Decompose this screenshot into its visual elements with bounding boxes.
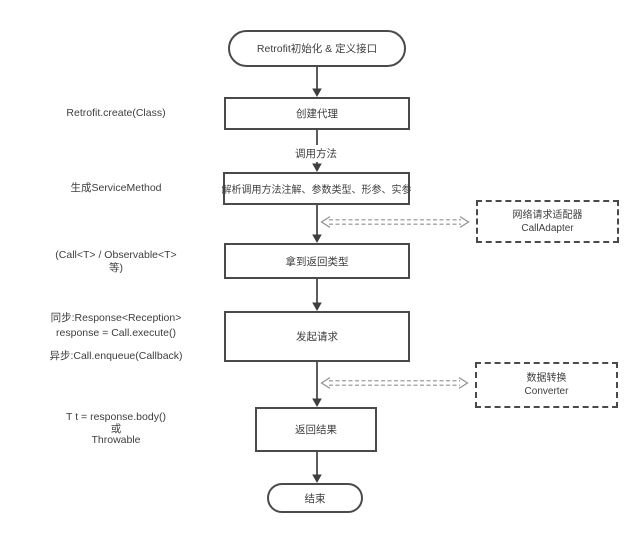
return-type-side-label-line1: (Call<T> / Observable<T> [55,249,177,261]
arrow-parse-to-return-type [312,205,322,243]
create-call-label: Retrofit.create(Class) [66,107,166,119]
result-side-label-line3: Throwable [91,434,141,446]
converter-title: 数据转换 [526,373,567,384]
return-type-side-label: (Call<T> / Observable<T> 等) [30,249,202,275]
dashed-arrow-call-adapter [320,216,470,228]
dashed-arrow-converter [320,377,469,389]
arrow-request-to-result [312,362,322,407]
arrow-return-type-to-request [312,279,322,311]
invoke-method-edge-label: 调用方法 [288,145,344,162]
call-adapter-box: 网络请求适配器 CallAdapter [476,200,619,243]
return-type-side-label-line2: 等) [109,262,123,274]
result-side-label-line1: T t = response.body() [66,411,166,423]
sync-call-label-line2: response = Call.execute() [56,327,176,339]
return-type-node: 拿到返回类型 [224,243,410,279]
return-result-node: 返回结果 [255,407,377,452]
sync-call-label: 同步:Response<Reception> response = Call.e… [30,311,202,341]
arrow-result-to-end [312,452,322,483]
converter-box: 数据转换 Converter [475,362,618,408]
service-method-label: 生成ServiceMethod [70,182,162,194]
result-side-label: T t = response.body() 或 Throwable [30,411,202,447]
call-adapter-subtitle: CallAdapter [521,222,574,234]
end-node: 结束 [267,483,363,513]
create-proxy-node: 创建代理 [224,97,410,130]
parse-annotations-node: 解析调用方法注解、参数类型、形参、实参 [222,172,412,205]
sync-call-label-line1: 同步:Response<Reception> [50,312,182,324]
async-call-label: 异步:Call.enqueue(Callback) [49,350,183,362]
start-node: Retrofit初始化 & 定义接口 [228,30,406,67]
arrow-start-to-create [312,67,322,97]
call-adapter-title: 网络请求适配器 [512,209,583,221]
result-side-label-line2: 或 [110,422,122,435]
converter-subtitle: Converter [524,386,569,397]
send-request-node: 发起请求 [224,311,410,362]
